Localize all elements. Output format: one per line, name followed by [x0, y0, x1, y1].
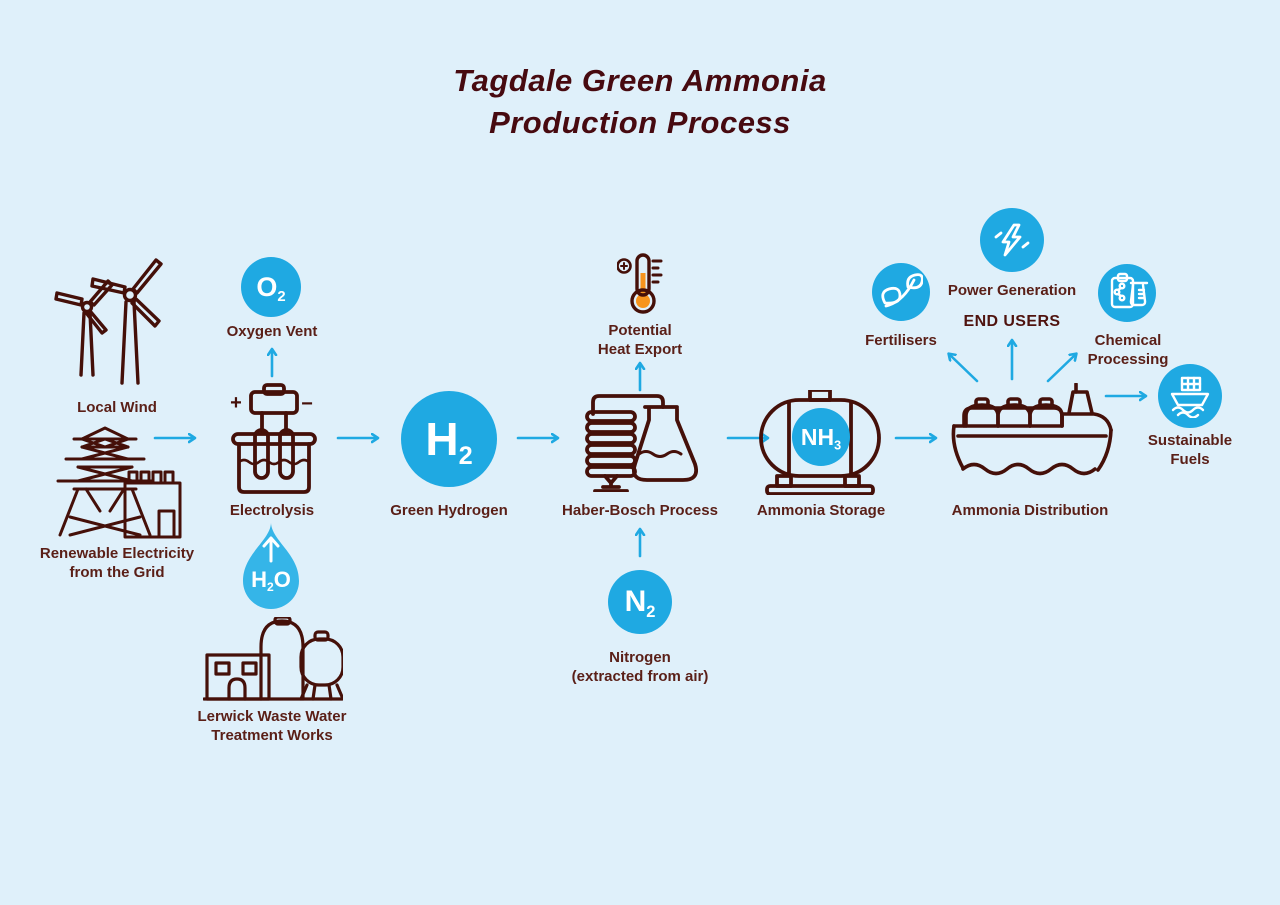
fertilisers-leaf-icon [881, 273, 923, 308]
fuel-ship-icon [1170, 376, 1210, 418]
sustainable-fuels-circle [1158, 364, 1222, 428]
hydrogen-badge-text: H2 [425, 413, 473, 470]
label-electrolysis: Electrolysis [229, 502, 315, 519]
label-chemical-line2: Processing [1087, 351, 1169, 368]
ammonia-badge: NH3 [792, 408, 850, 466]
label-heat-export-line1: Potential [608, 322, 672, 339]
label-renewable-grid: Renewable Electricity from the Grid [40, 544, 194, 582]
grid-pylon-icon [56, 426, 182, 539]
label-heat-export-line2: Heat Export [597, 341, 683, 358]
heat-export-thermometer-icon [617, 253, 663, 314]
ammonia-badge-text: NH3 [800, 423, 842, 452]
ammonia-storage-tank-icon [759, 390, 881, 495]
electrolysis-minus-sign: − [301, 393, 313, 415]
label-fuels-line1: Sustainable [1147, 432, 1233, 449]
label-fuels-line2: Fuels [1170, 451, 1210, 468]
haber-bosch-icon [585, 394, 698, 492]
label-waste-water: Lerwick Waste Water Treatment Works [198, 707, 347, 745]
oxygen-badge: O2 [241, 257, 301, 317]
water-drop-icon [243, 523, 299, 609]
label-oxygen-vent: Oxygen Vent [226, 323, 318, 340]
water-drop-badge: H2O [241, 521, 301, 613]
label-waste-water-line1: Lerwick Waste Water [197, 708, 347, 725]
hydrogen-badge: H2 [401, 391, 497, 487]
wind-turbines-icon [54, 258, 163, 385]
label-power-generation: Power Generation [947, 282, 1077, 299]
label-ammonia-storage: Ammonia Storage [756, 502, 886, 519]
label-nitrogen-line1: Nitrogen [609, 649, 671, 666]
electrolysis-plus-sign: + [230, 392, 242, 414]
diagram-title: Tagdale Green Ammonia Production Process [453, 60, 826, 144]
label-sustainable-fuels: Sustainable Fuels [1148, 431, 1232, 469]
title-line-2: Production Process [489, 105, 791, 140]
ammonia-ship-icon [951, 383, 1113, 476]
label-haber-bosch: Haber-Bosch Process [562, 502, 718, 519]
label-green-hydrogen: Green Hydrogen [390, 502, 508, 519]
nitrogen-badge: N2 [608, 570, 672, 634]
label-ammonia-distribution: Ammonia Distribution [951, 502, 1109, 519]
label-nitrogen-line2: (extracted from air) [571, 668, 709, 685]
label-waste-water-line2: Treatment Works [211, 727, 333, 744]
label-local-wind: Local Wind [77, 399, 157, 416]
label-chemical-processing: Chemical Processing [1088, 331, 1169, 369]
nitrogen-badge-text: N2 [624, 585, 656, 621]
chemical-processing-circle [1098, 264, 1156, 322]
title-line-1: Tagdale Green Ammonia [453, 63, 827, 98]
label-renewable-line2: from the Grid [69, 564, 165, 581]
water-badge-text: H2O [251, 567, 291, 595]
power-generation-circle [980, 208, 1044, 272]
arrow-distribution-to-fertilisers [950, 355, 979, 383]
oxygen-badge-text: O2 [256, 271, 286, 305]
waste-water-works-icon [203, 617, 343, 701]
arrow-distribution-to-chemical [1046, 355, 1075, 383]
lightning-bolt-icon [994, 223, 1030, 257]
chemical-processing-icon [1110, 272, 1149, 309]
label-heat-export: Potential Heat Export [598, 321, 682, 359]
label-renewable-line1: Renewable Electricity [39, 545, 195, 562]
label-chemical-line1: Chemical [1094, 332, 1162, 349]
fertilisers-circle [872, 263, 930, 321]
label-end-users: END USERS [963, 313, 1061, 330]
label-fertilisers: Fertilisers [865, 332, 937, 349]
label-nitrogen: Nitrogen (extracted from air) [572, 648, 709, 686]
electrolysis-icon [231, 383, 317, 494]
